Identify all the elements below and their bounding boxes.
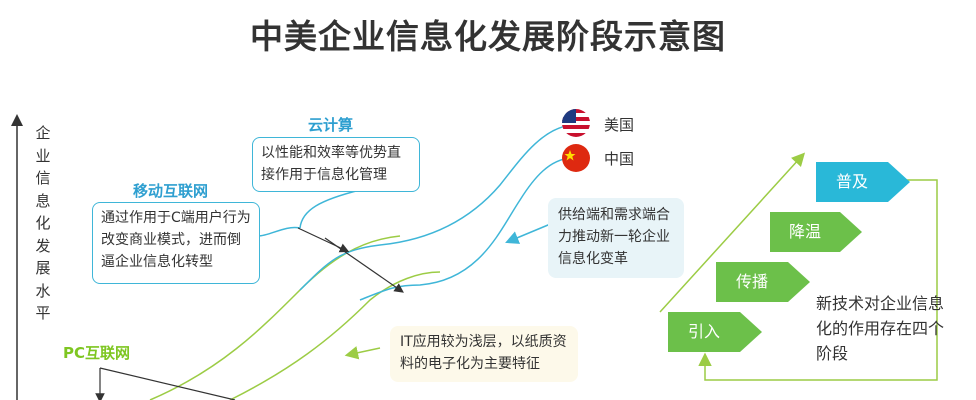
curve-us-cloud <box>299 124 571 291</box>
curve-cn-pc <box>149 235 401 400</box>
stage-shape-intro <box>668 312 762 352</box>
cloud-desc-box: 以性能和效率等优势直接作用于信息化管理 <box>252 137 420 192</box>
legend-us: 美国 <box>604 116 635 134</box>
stage-label-intro: 引入 <box>687 322 720 341</box>
pc-heading: PC互联网 <box>63 344 131 362</box>
mobile-desc-box: 通过作用于C端用户行为改变商业模式，进而倒逼企业信息化转型 <box>92 202 260 284</box>
stage-shape-cool <box>770 212 862 252</box>
cloud-heading: 云计算 <box>308 116 354 134</box>
stage-label-cool: 降温 <box>788 222 821 241</box>
supply-desc-box: 供给端和需求端合力推动新一轮企业信息化变革 <box>548 198 684 278</box>
legend-cn: 中国 <box>604 150 635 168</box>
arrow-to-cn-point <box>324 237 404 293</box>
stage-feedback <box>698 179 938 381</box>
y-axis-label: 企业信息化发展水平 <box>35 124 51 322</box>
mobile-connector <box>257 226 301 237</box>
stage-note: 新技术对企业信息化的作用存在四个阶段 <box>816 294 945 363</box>
cn-flag-icon <box>562 144 590 172</box>
stage-shape-popular <box>816 162 910 202</box>
page-title: 中美企业信息化发展阶段示意图 <box>250 17 726 56</box>
stage-label-popular: 普及 <box>835 172 868 191</box>
stage-diagonal <box>659 152 806 313</box>
pc-arrow-horizontal <box>99 367 236 400</box>
mobile-heading: 移动互联网 <box>133 182 209 200</box>
stage-shape-spread <box>716 262 810 302</box>
us-flag-icon <box>562 109 590 137</box>
stage-label-spread: 传播 <box>735 272 768 291</box>
curve-cn-mobile <box>229 271 441 400</box>
arrow-it <box>344 346 381 360</box>
cloud-connector <box>299 189 361 229</box>
it-desc-box: IT应用较为浅层，以纸质资料的电子化为主要特征 <box>390 326 578 382</box>
